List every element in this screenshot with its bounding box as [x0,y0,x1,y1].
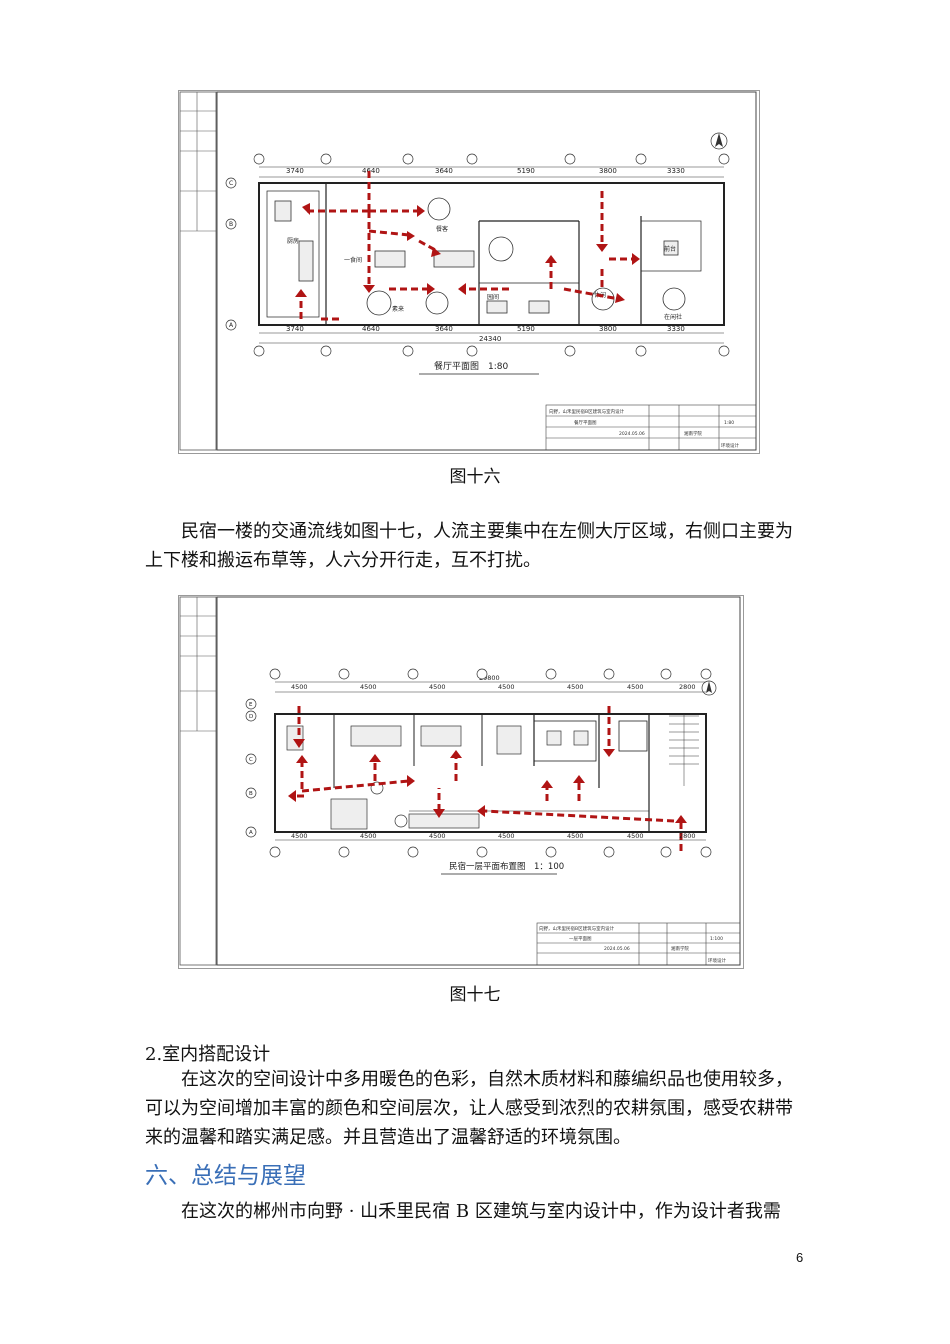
f17-dim-total: 29800 [479,674,500,682]
building-walls [258,182,725,326]
f17-axis-C: C [249,757,253,763]
subheading-interior-design: 2.室内搭配设计 [145,1044,271,1065]
dim-bottom-6: 3330 [667,325,685,333]
tb17-drawing: 一层平面图 [569,936,592,942]
dim-top-3: 3640 [435,167,453,175]
f17-dim-bottom-7: 2800 [679,832,696,840]
page-number: 6 [796,1250,804,1265]
dim-top-1: 3740 [286,167,304,175]
axis-A: A [229,322,234,329]
dim-bottom-4: 5190 [517,325,535,333]
flow-arrowheads [295,203,640,303]
dim-top-2: 4640 [362,167,380,175]
ground-floor-walls [274,713,707,833]
paragraph-interior-design: 在这次的空间设计中多用暖色的色彩，自然木质材料和藤编织品也使用较多，可以为空间增… [145,1069,793,1148]
section-heading-summary: 六、总结与展望 [145,1163,306,1189]
dim-top-5: 3800 [599,167,617,175]
room-garden: 园间 [487,293,499,301]
figure-16-restaurant-plan: 3740 4640 3640 5190 3800 3330 C B A [178,90,760,454]
tb16-scale: 1:80 [724,420,734,426]
dim-total: 24340 [479,335,501,343]
dim-bottom-1: 3740 [286,325,304,333]
paragraph-summary: 在这次的郴州市向野 · 山禾里民宿 B 区建筑与室内设计中，作为设计者我需 [181,1201,781,1222]
dim-bottom-5: 3800 [599,325,617,333]
room-front-desk: 前台 [664,245,676,253]
square-tables [274,200,679,314]
f17-dim-bottom-4: 4500 [498,832,515,840]
figure-17-ground-floor-plan: 4500 4500 4500 4500 4500 4500 2800 29800… [178,595,744,969]
f17-dim-top-5: 4500 [567,683,584,691]
axis-B: B [229,221,233,228]
figure-17-caption: 图十七 [449,985,501,1005]
f17-dim-bottom-1: 4500 [291,832,308,840]
restaurant-floor-plan-drawing: 3740 4640 3640 5190 3800 3330 C B A [179,91,757,451]
title-block-16 [545,404,757,451]
plan-title-17: 民宿一层平面布置图 1：100 [449,861,564,872]
title-block-17 [536,922,741,966]
tb16-drawing: 餐厅平面图 [574,419,597,426]
dim-top-6: 3330 [667,167,685,175]
dim-bottom-2: 4640 [362,325,380,333]
room-dining: 餐客 [436,225,448,233]
f17-dim-bottom-5: 4500 [567,832,584,840]
room-rest: 在闲社 [664,313,682,321]
f17-axis-E: E [249,702,253,708]
f17-dim-top-6: 4500 [627,683,644,691]
tb17-scale: 1:100 [710,936,723,942]
flow-arrows-17 [294,706,683,851]
f17-axis-D: D [249,714,253,720]
f17-dim-bottom-2: 4500 [360,832,377,840]
tb16-date: 2024.05.06 [619,431,645,437]
flow-arrowheads-17 [288,739,687,823]
plan-title-16: 餐厅平面图 1:80 [434,360,508,372]
f17-axis-B: B [249,791,253,797]
f17-dim-top-3: 4500 [429,683,446,691]
f17-axis-A: A [249,830,253,836]
dim-bottom-3: 3640 [435,325,453,333]
paragraph-circulation: 民宿一楼的交通流线如图十七，人流主要集中在左侧大厅区域，右侧口主要为上下楼和搬运… [145,521,793,571]
room-private: 一食间 [344,256,362,264]
f17-dim-top-1: 4500 [291,683,308,691]
f17-dim-top-4: 4500 [498,683,515,691]
figure-16-caption: 图十六 [449,467,501,487]
tb17-project: 向野，山禾里民宿B区建筑与室内设计 [539,925,615,932]
tb17-school: 湘南学院 [671,945,689,952]
dim-top-4: 5190 [517,167,535,175]
staircase [669,714,699,786]
room-staff: 素来 [392,305,404,313]
tb17-major: 环境设计 [708,957,726,964]
tb17-date: 2024.05.06 [604,946,630,952]
top-dimension-chain [259,166,724,178]
tb16-major: 环境设计 [721,442,739,449]
tb16-project: 向野，山禾里民宿B区建筑与室内设计 [549,408,625,415]
f17-dim-top-2: 4500 [360,683,377,691]
f17-dim-bottom-6: 4500 [627,832,644,840]
tb16-school: 湘南学院 [684,430,702,437]
axis-C: C [229,180,233,187]
f17-dim-bottom-3: 4500 [429,832,446,840]
f17-dim-top-7: 2800 [679,683,696,691]
round-tables [366,197,686,316]
flow-arrows [299,171,634,321]
room-kitchen: 厨房 [287,237,299,245]
ground-floor-plan-drawing: 4500 4500 4500 4500 4500 4500 2800 29800… [179,596,741,966]
